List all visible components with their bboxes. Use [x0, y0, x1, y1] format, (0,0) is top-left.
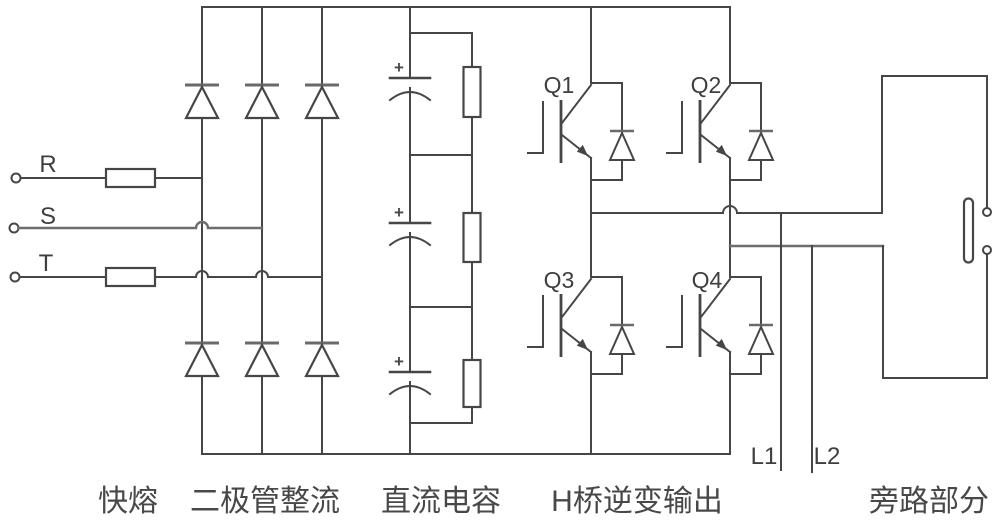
bypass-section: [881, 75, 992, 379]
igbt-q3-label: Q3: [544, 267, 575, 293]
output-l2-label: L2: [814, 443, 841, 470]
resistor-2-icon: [462, 211, 482, 264]
terminal-t: [9, 271, 21, 283]
output-l1-label: L1: [751, 443, 778, 470]
rectifier-diode-top-2-icon: [243, 83, 281, 120]
fuse-r-icon: [104, 167, 157, 189]
capacitor-2-plus: +: [394, 203, 404, 222]
phase-t-wire: [18, 270, 323, 278]
section-label-dc-capacitor: 直流电容: [381, 485, 501, 518]
rectifier-diode-top-3-icon: [303, 83, 341, 120]
phase-s-wire: [17, 220, 264, 230]
section-label-rectifier: 二极管整流: [190, 485, 340, 518]
section-label-fuse: 快熔: [98, 485, 158, 518]
phase-input-s: S: [8, 203, 264, 234]
capacitor-1-plus: +: [394, 58, 404, 77]
phase-input-t: T: [9, 250, 323, 288]
resistor-1-icon: [462, 65, 482, 119]
rectifier-diode-bottom-2-icon: [243, 341, 281, 378]
output-wire-1: [590, 205, 883, 214]
capacitor-3-plus: +: [394, 352, 404, 371]
resistor-taps: [409, 32, 473, 424]
fuse-t-icon: [104, 266, 157, 288]
capacitor-1-icon: +: [388, 58, 432, 102]
igbt-q4-label: Q4: [692, 267, 723, 293]
balancing-resistor-chain: [409, 32, 482, 424]
rectifier-diode-bottom-3-icon: [303, 341, 341, 378]
terminal-r: [10, 172, 22, 184]
igbt-q1-label: Q1: [544, 72, 575, 98]
bypass-terminal-bottom: [982, 245, 992, 255]
resistor-3-icon: [462, 358, 482, 409]
terminal-s: [8, 222, 20, 234]
igbt-q2-label: Q2: [691, 72, 722, 98]
bypass-upper-wire: [881, 75, 988, 214]
section-label-inverter: H桥逆变输出: [551, 485, 723, 518]
rectifier-diode-top-1-icon: [183, 83, 221, 120]
rectifier-diode-bottom-1-icon: [183, 341, 221, 378]
phase-t-label: T: [39, 250, 54, 277]
phase-input-r: R: [10, 151, 203, 189]
capacitor-3-icon: +: [388, 352, 432, 396]
bypass-switch-blade-icon: [962, 197, 975, 264]
bypass-lower-wire: [882, 245, 988, 379]
capacitor-2-icon: +: [388, 203, 432, 247]
bypass-terminal-top: [982, 207, 992, 217]
section-label-bypass: 旁路部分: [869, 485, 989, 518]
phase-s-label: S: [40, 203, 56, 230]
phase-r-label: R: [39, 151, 56, 178]
